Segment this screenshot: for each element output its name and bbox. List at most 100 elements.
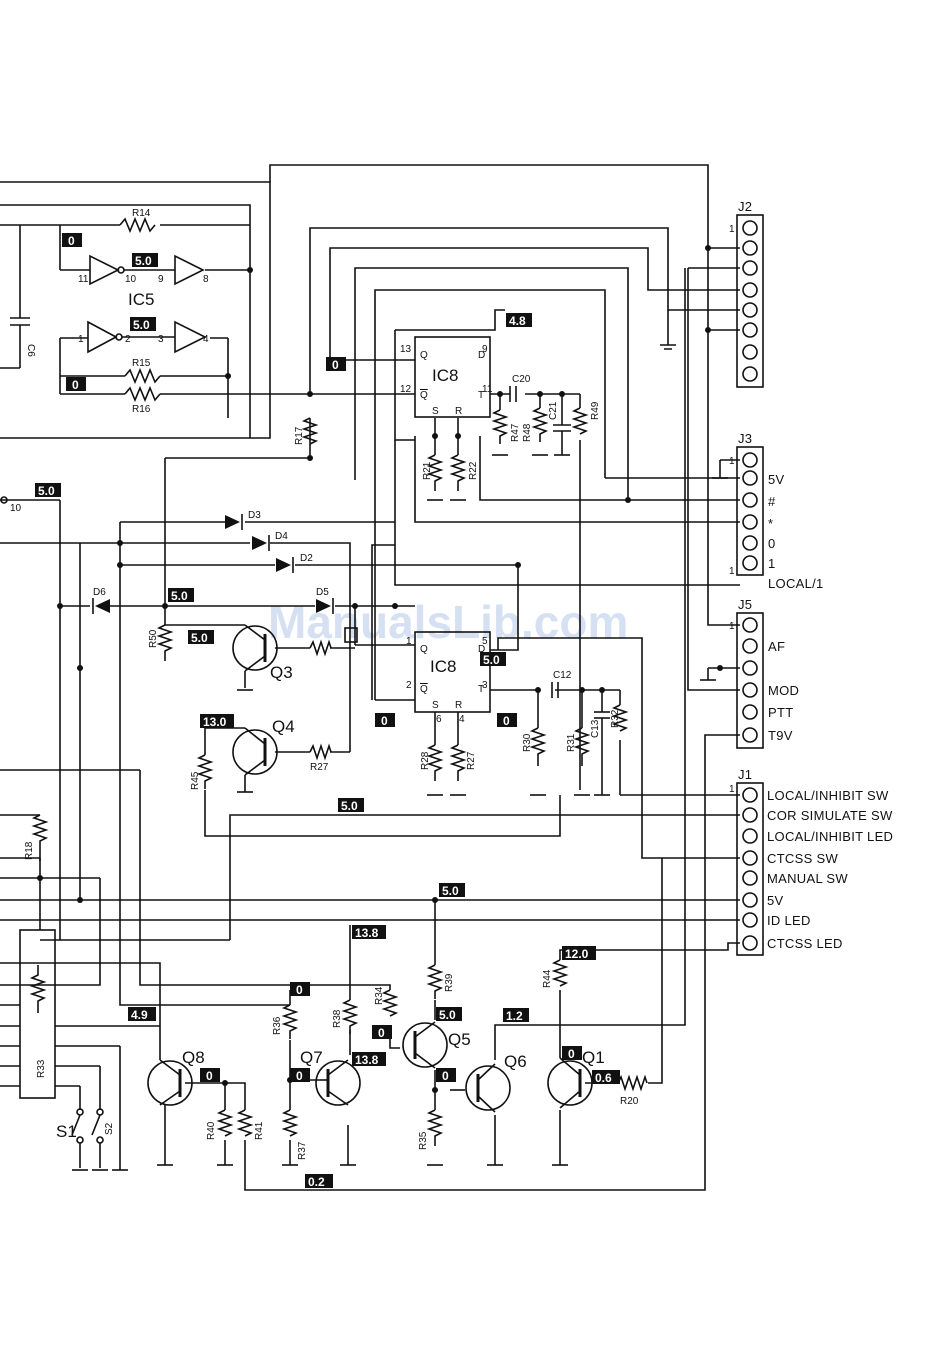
pin-label: 10 [10, 503, 22, 514]
pin-label: 3 [158, 334, 164, 345]
connector-pin-label: MANUAL SW [767, 871, 848, 886]
ref-label: R30 [522, 733, 533, 752]
connector-pin-label: COR SIMULATE SW [767, 808, 893, 823]
voltage-badge: 0 [503, 714, 510, 728]
pin-label: Q [420, 350, 428, 361]
voltage-badge: 0 [378, 1026, 385, 1040]
ic5-inverters [10, 216, 207, 403]
r40-symbol [216, 1109, 234, 1137]
pin-label: 1 [729, 784, 735, 795]
ref-label: Q7 [300, 1048, 323, 1067]
ref-label: R21 [422, 461, 433, 480]
ref-label: Q3 [270, 663, 293, 682]
connector-pin-label: PTT [768, 705, 793, 720]
switches [71, 1108, 104, 1168]
ref-label: Q1 [582, 1048, 605, 1067]
voltage-badge: 0 [296, 983, 303, 997]
ref-label: R33 [36, 1059, 47, 1078]
ref-label: C20 [512, 374, 531, 385]
ref-label: R27 [466, 751, 477, 770]
diodes [92, 514, 334, 614]
wiring [0, 164, 740, 1191]
pin-label: 2 [125, 334, 131, 345]
voltage-badge: 5.0 [442, 884, 459, 898]
ref-label: R47 [510, 423, 521, 442]
ref-label: C12 [553, 670, 572, 681]
ref-label: R50 [148, 629, 159, 648]
ic8-top-body [414, 336, 491, 418]
pin-label: 4 [459, 714, 465, 725]
voltage-badge: 5.0 [135, 254, 152, 268]
pin-label: 9 [482, 344, 488, 355]
voltage-badge: 5.0 [483, 653, 500, 667]
ref-label: R18 [24, 841, 35, 860]
pin-10-terminal [0, 496, 8, 504]
ref-label: S1 [56, 1122, 77, 1141]
ground-symbols [72, 344, 740, 1171]
voltage-badge: 0 [296, 1069, 303, 1083]
ref-label: S2 [104, 1122, 115, 1135]
pin-label: Q [420, 390, 428, 401]
ref-label: Q4 [272, 717, 295, 736]
ref-label: Q8 [182, 1048, 205, 1067]
ref-label: D4 [275, 531, 288, 542]
ref-label: D2 [300, 553, 313, 564]
q4-transistor [232, 727, 278, 792]
r38-symbol [341, 999, 359, 1034]
ref-label: R38 [332, 1009, 343, 1028]
pin-label: D [478, 644, 485, 655]
pin-label: 9 [158, 274, 164, 285]
ref-label: R37 [297, 1141, 308, 1160]
connector-label: J1 [738, 767, 752, 782]
connector-j1 [736, 782, 764, 956]
voltage-badge: 0 [206, 1069, 213, 1083]
pin-label: 1 [729, 621, 735, 632]
ref-label: Q5 [448, 1030, 471, 1049]
ref-label: R27 [310, 762, 329, 773]
ic8-bottom-parts [426, 682, 629, 795]
connector-j3 [736, 446, 764, 576]
connector-pin-label: * [768, 516, 773, 531]
pin-label: 8 [203, 274, 209, 285]
pin-label: T [478, 684, 484, 695]
ref-label: R34 [374, 986, 385, 1005]
ic8-bottom-label: IC8 [430, 657, 456, 676]
voltage-badge: 5.0 [439, 1008, 456, 1022]
pin-label: 1 [729, 224, 735, 235]
ref-label: R39 [444, 973, 455, 992]
connector-pin-label: AF [768, 639, 785, 654]
q4-base-resistor [309, 743, 332, 761]
ic8-top-label: IC8 [432, 366, 458, 385]
ref-label: D6 [93, 587, 106, 598]
voltage-badge: 5.0 [38, 484, 55, 498]
ref-label: R41 [254, 1121, 265, 1140]
q5-transistor [402, 1021, 448, 1069]
connector-pin-label: MOD [768, 683, 799, 698]
q3-transistor [232, 624, 278, 688]
ref-label: Q6 [504, 1052, 527, 1071]
connector-j5 [736, 612, 764, 749]
voltage-badge: 0 [442, 1069, 449, 1083]
ref-label: R15 [132, 358, 151, 369]
ic8-bottom-body [414, 631, 491, 713]
r35-symbol [426, 1109, 444, 1146]
connector-pin-label: 5V [768, 472, 785, 487]
connector-pin-label: # [768, 494, 776, 509]
ref-label: C21 [548, 401, 559, 420]
ref-label: D5 [316, 587, 329, 598]
r41-symbol [236, 1109, 254, 1137]
pin-label: R [455, 406, 462, 417]
pin-label: 13 [400, 344, 412, 355]
ic5-label: IC5 [128, 290, 154, 309]
r36-symbol [281, 1004, 299, 1039]
voltage-badge: 0 [68, 234, 75, 248]
q7-transistor [315, 1059, 361, 1106]
pin-label: R [455, 700, 462, 711]
ref-label: R40 [206, 1121, 217, 1140]
connector-label: J5 [738, 597, 752, 612]
pin-label: Q [420, 644, 428, 655]
voltage-badge: 12.0 [565, 947, 589, 961]
r18-symbol [31, 814, 49, 861]
pin-label: 1 [729, 566, 735, 577]
pin-label: 11 [482, 384, 493, 395]
